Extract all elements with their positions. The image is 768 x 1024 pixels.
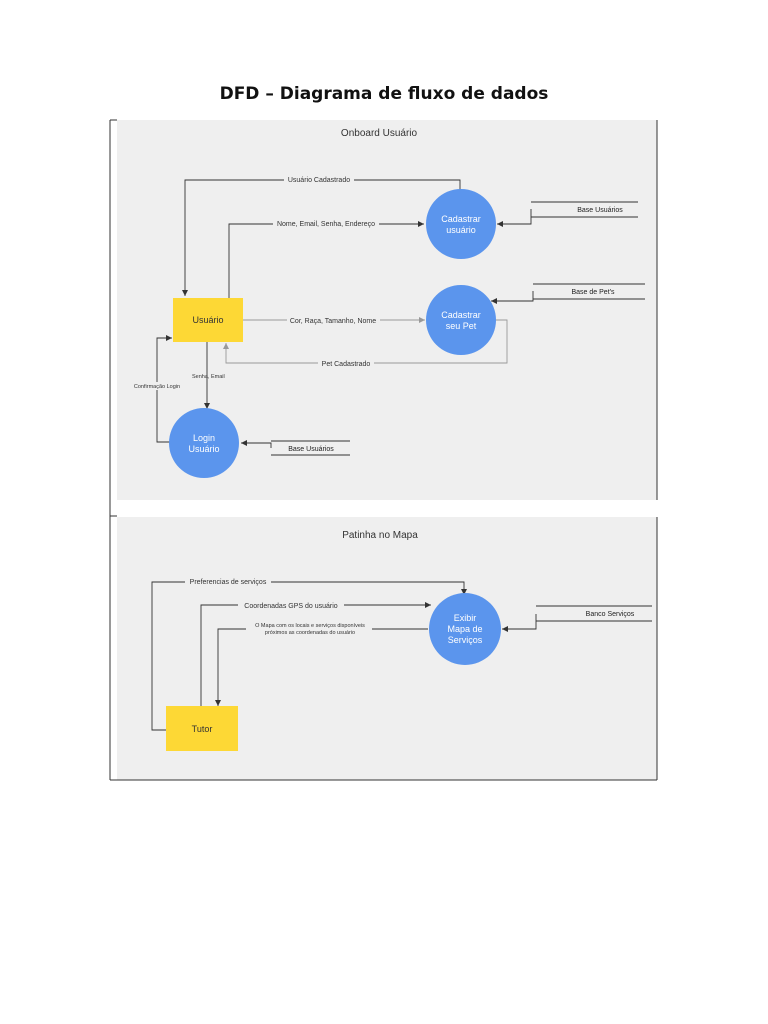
process-exibir-mapa [429, 593, 501, 665]
flow-label-cor-raca: Cor, Raça, Tamanho, Nome [290, 318, 376, 325]
process-cadastrar-pet [426, 285, 496, 355]
data-store-base-usuarios-2: Base Usuários [288, 446, 334, 453]
page-title: DFD – Diagrama de fluxo de dados [219, 84, 549, 104]
flow-label-usuario-cadastrado: Usuário Cadastrado [288, 177, 350, 184]
process-exibir-mapa-label-1: Exibir [454, 613, 477, 623]
process-login-label-1: Login [193, 433, 215, 443]
process-cadastrar-usuario-label-1: Cadastrar [441, 214, 481, 224]
flow-label-preferencias: Preferencias de serviços [190, 579, 267, 586]
data-store-base-usuarios-1: Base Usuários [577, 207, 623, 214]
process-cadastrar-usuario [426, 189, 496, 259]
data-store-banco-servicos: Banco Serviços [586, 611, 635, 618]
process-login [169, 408, 239, 478]
section-onboard: Onboard Usuário Usuário Cadastrado Nome,… [109, 119, 658, 517]
section-title-onboard: Onboard Usuário [341, 128, 418, 139]
flow-label-mapa-locais-1: O Mapa com os locais e serviços disponív… [255, 623, 365, 629]
entity-tutor-label: Tutor [192, 724, 213, 734]
flow-label-mapa-locais-2: próximos as coordenadas do usuário [265, 630, 355, 636]
entity-tutor [166, 706, 238, 751]
entity-usuario-label: Usuário [192, 315, 223, 325]
flow-label-pet-cadastrado: Pet Cadastrado [322, 361, 371, 368]
process-cadastrar-usuario-label-2: usuário [446, 225, 476, 235]
process-exibir-mapa-label-3: Serviços [448, 635, 483, 645]
flow-label-confirmacao-login: Confirmação Login [134, 384, 180, 390]
section-title-mapa: Patinha no Mapa [342, 530, 418, 541]
section-mapa: Patinha no Mapa Preferencias de serviços… [109, 516, 658, 781]
data-store-base-pets: Base de Pet's [572, 289, 615, 296]
process-cadastrar-pet-label-1: Cadastrar [441, 310, 481, 320]
flow-label-coordenadas: Coordenadas GPS do usuário [244, 603, 337, 610]
process-login-label-2: Usuário [188, 444, 219, 454]
process-exibir-mapa-label-2: Mapa de [447, 624, 482, 634]
process-cadastrar-pet-label-2: seu Pet [446, 321, 477, 331]
flow-label-senha-email: Senha, Email [192, 374, 225, 380]
entity-usuario [173, 298, 243, 342]
flow-label-nome-email: Nome, Email, Senha, Endereço [277, 221, 375, 228]
